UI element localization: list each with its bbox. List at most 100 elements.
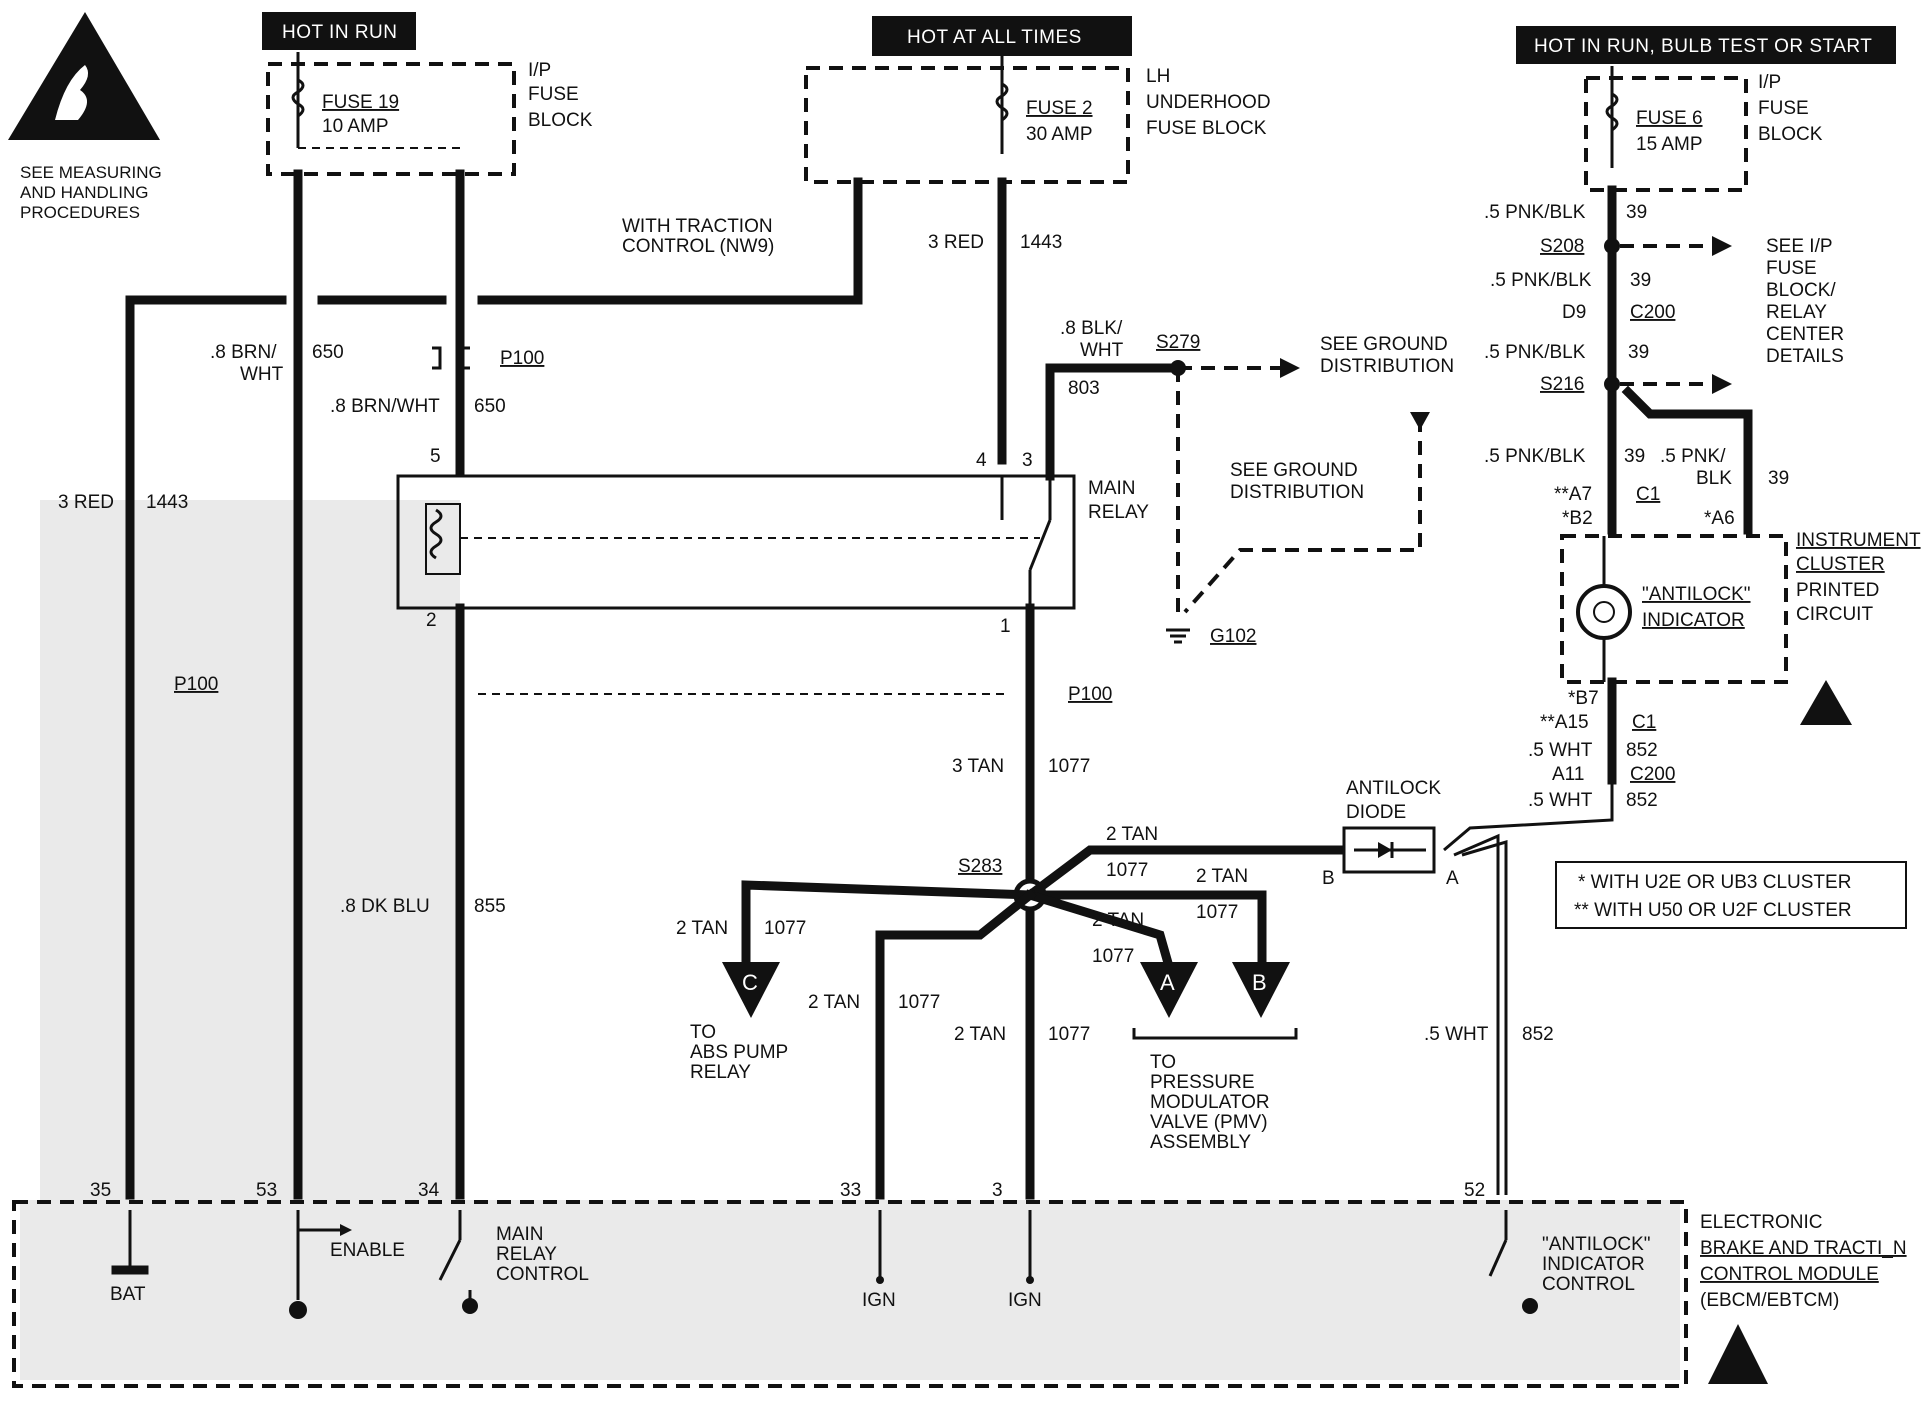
enable-label: ENABLE: [330, 1240, 405, 1261]
a6-label: *A6: [1704, 508, 1735, 529]
relay-pin-2: 2: [426, 610, 437, 631]
tan-main-gauge: 3 TAN: [952, 756, 1004, 777]
s279-label: S279: [1156, 332, 1200, 353]
blk-803-circuit: 803: [1068, 378, 1100, 399]
wire-traction: [477, 177, 863, 305]
pnk-1-circuit: 39: [1626, 202, 1647, 223]
ebcm-pin-52: 52: [1464, 1180, 1485, 1201]
wire-39-b: [1621, 385, 1753, 535]
main-relay-label-2: RELAY: [1088, 502, 1149, 523]
hot-in-run-bulb-text: HOT IN RUN, BULB TEST OR START: [1534, 36, 1872, 57]
pnk-3-circuit: 39: [1628, 342, 1649, 363]
relay-pin-3: 3: [1022, 450, 1033, 471]
ind-ctrl-3: CONTROL: [1542, 1274, 1635, 1295]
pnk-5-gauge-1: .5 PNK/: [1660, 446, 1726, 467]
ebcm-pin-3: 3: [992, 1180, 1003, 1201]
a15-label: **A15: [1540, 712, 1589, 733]
fuse-details-2: FUSE: [1766, 258, 1817, 279]
antilock-bulb-icon: [1576, 584, 1632, 640]
pmv-1: TO: [1150, 1052, 1176, 1073]
relay-ctrl-3: CONTROL: [496, 1264, 589, 1285]
pnk-5-gauge-2: BLK: [1696, 468, 1732, 489]
hot-at-all-times-text: HOT AT ALL TIMES: [907, 27, 1082, 48]
indicator-label-2: INDICATOR: [1642, 610, 1745, 631]
cluster-label-4: CIRCUIT: [1796, 604, 1873, 625]
tan-right-circuit: 1077: [1196, 902, 1238, 923]
tan-c-gauge: 2 TAN: [676, 918, 728, 939]
hot-in-run-header: [262, 12, 416, 50]
legend-2: ** WITH U50 OR U2F CLUSTER: [1574, 900, 1852, 921]
fuse2-block-label-1: LH: [1146, 66, 1170, 87]
abs-pump-3: RELAY: [690, 1062, 751, 1083]
wht-2-circuit: 852: [1626, 790, 1658, 811]
a11-label: A11: [1552, 764, 1584, 785]
cluster-label-1: INSTRUMENT: [1796, 530, 1921, 551]
pnk-2-circuit: 39: [1630, 270, 1651, 291]
indicator-control-ground-icon: [1522, 1298, 1538, 1314]
b2-label: *B2: [1562, 508, 1593, 529]
diode-pin-a: A: [1446, 868, 1459, 889]
ind-ctrl-2: INDICATOR: [1542, 1254, 1645, 1275]
s216-label: S216: [1540, 374, 1584, 395]
relay-pin-1: 1: [1000, 616, 1011, 637]
tan-33-gauge: 2 TAN: [808, 992, 860, 1013]
wht-3-circuit: 852: [1522, 1024, 1554, 1045]
red-1443-left-gauge: 3 RED: [58, 492, 114, 513]
relay-pin-4: 4: [976, 450, 987, 471]
enable-ground-icon: [289, 1301, 307, 1319]
diode-pin-b: B: [1322, 868, 1335, 889]
relay-ctrl-2: RELAY: [496, 1244, 557, 1265]
fuse19-block-label-2: FUSE: [528, 84, 579, 105]
s216-splice: [1604, 376, 1620, 392]
wire-tan-a: [1024, 889, 1176, 976]
relay-control-ground-icon: [462, 1298, 478, 1314]
wire-803: [1045, 363, 1183, 481]
fuse2-rating: 30 AMP: [1026, 124, 1093, 145]
ebcm-label-1: ELECTRONIC: [1700, 1212, 1822, 1233]
wire-tan-b: [1025, 890, 1267, 975]
wht-2-gauge: .5 WHT: [1528, 790, 1593, 811]
ground-ref1-1: SEE GROUND: [1320, 334, 1448, 355]
tan-top-circuit: 1077: [1106, 860, 1148, 881]
fuse19-name: FUSE 19: [322, 92, 399, 113]
wire-tan-top: [1023, 845, 1345, 902]
ebcm-pin-33: 33: [840, 1180, 861, 1201]
red-1443-left-circuit: 1443: [146, 492, 188, 513]
relay-ctrl-1: MAIN: [496, 1224, 544, 1245]
wht-1-circuit: 852: [1626, 740, 1658, 761]
fuse2-name: FUSE 2: [1026, 98, 1093, 119]
brn-650-a-gauge-2: WHT: [240, 364, 284, 385]
fuse-details-4: RELAY: [1766, 302, 1827, 323]
c1-top-label: C1: [1636, 484, 1660, 505]
stipple-area-left: [40, 500, 460, 1200]
tan-c-circuit: 1077: [764, 918, 806, 939]
antilock-diode-label-1: ANTILOCK: [1346, 778, 1441, 799]
ebcm-module-box: [12, 1200, 1688, 1388]
tan-a-gauge: 2 TAN: [1092, 910, 1144, 931]
fuse2-block-label-2: UNDERHOOD: [1146, 92, 1271, 113]
fuse19-block: [266, 62, 516, 176]
arrow-c-icon: [722, 962, 780, 1018]
fuse19-block-label-1: I/P: [528, 60, 551, 81]
indicator-label-1: "ANTILOCK": [1642, 584, 1751, 605]
d9-label: D9: [1562, 302, 1586, 323]
main-relay-label-1: MAIN: [1088, 478, 1136, 499]
arrow-a-label: A: [1160, 970, 1175, 995]
a7-label: **A7: [1554, 484, 1592, 505]
ground-ref-wire: [1183, 418, 1422, 614]
fuse-details-1: SEE I/P: [1766, 236, 1833, 257]
ign-1-label: IGN: [862, 1290, 896, 1311]
cluster-label-3: PRINTED: [1796, 580, 1879, 601]
p100-top-label: P100: [500, 348, 544, 369]
wht-3-gauge: .5 WHT: [1424, 1024, 1489, 1045]
instrument-cluster-box: [1560, 534, 1788, 684]
pnk-5-circuit: 39: [1768, 468, 1789, 489]
fuse6-rating: 15 AMP: [1636, 134, 1703, 155]
fuse-details-6: DETAILS: [1766, 346, 1844, 367]
fuse6-block-label-1: I/P: [1758, 72, 1781, 93]
fuse-details-3: BLOCK/: [1766, 280, 1836, 301]
p100-left-label: P100: [174, 674, 218, 695]
measuring-note-2: AND HANDLING: [20, 183, 148, 202]
wire-tan-33: [875, 888, 1037, 1200]
